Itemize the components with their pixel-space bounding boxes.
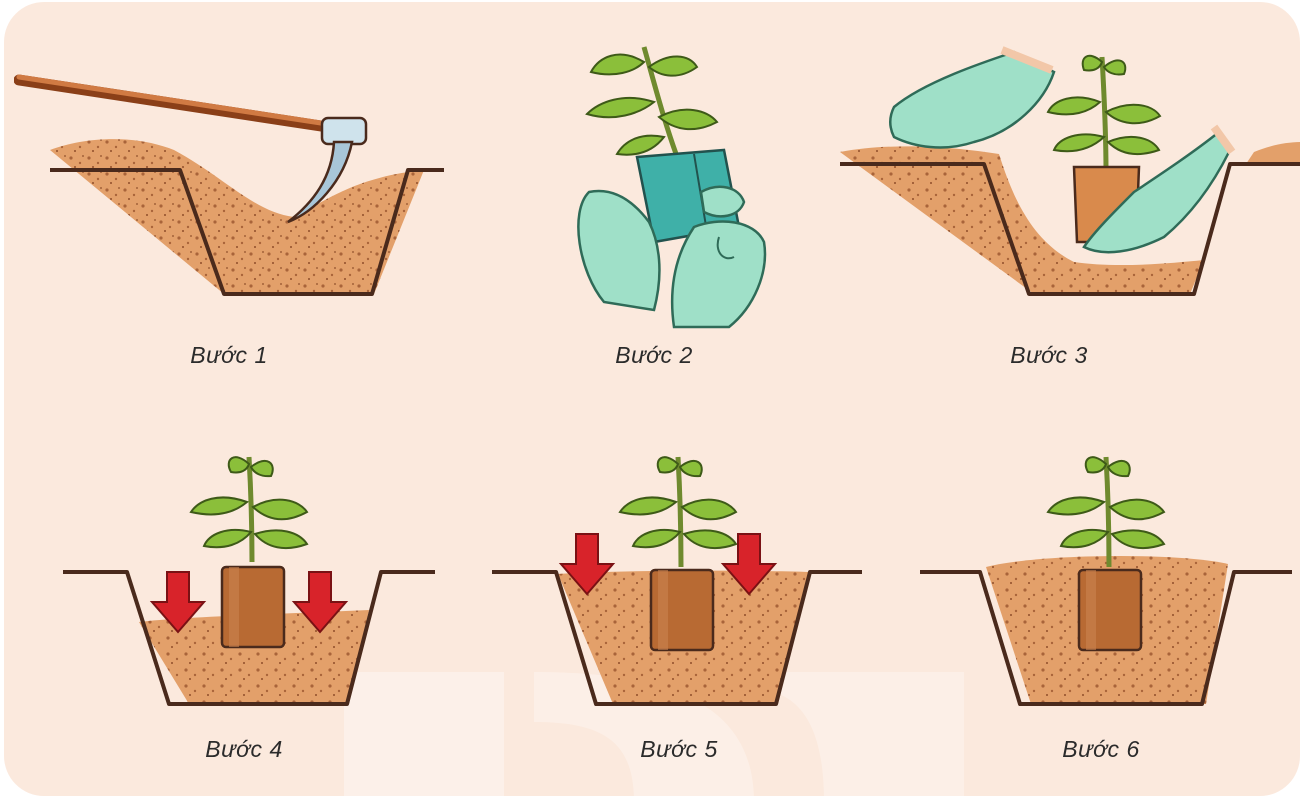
step-4-panel: Bước 4	[39, 442, 469, 796]
placing-seedling-illustration	[834, 42, 1300, 322]
step-6-label: Bước 6	[886, 736, 1300, 763]
step-6-panel: Bước 6	[896, 442, 1300, 796]
step-1-panel: Bước 1	[14, 42, 444, 427]
step-4-label: Bước 4	[29, 736, 459, 763]
step-1-label: Bước 1	[14, 342, 444, 369]
illustration-canvas: Bước 1 Bước 2	[4, 2, 1300, 796]
step-5-label: Bước 5	[464, 736, 894, 763]
step-2-panel: Bước 2	[439, 42, 869, 427]
pressing-soil-illustration	[468, 442, 898, 722]
step-2-label: Bước 2	[439, 342, 869, 369]
removing-seedling-bag-illustration	[439, 42, 869, 332]
step-3-label: Bước 3	[834, 342, 1264, 369]
finished-planting-illustration	[896, 442, 1300, 722]
step-5-panel: Bước 5	[468, 442, 898, 796]
filling-soil-illustration	[39, 442, 469, 722]
digging-hole-illustration	[14, 42, 444, 322]
step-3-panel: Bước 3	[834, 42, 1264, 427]
